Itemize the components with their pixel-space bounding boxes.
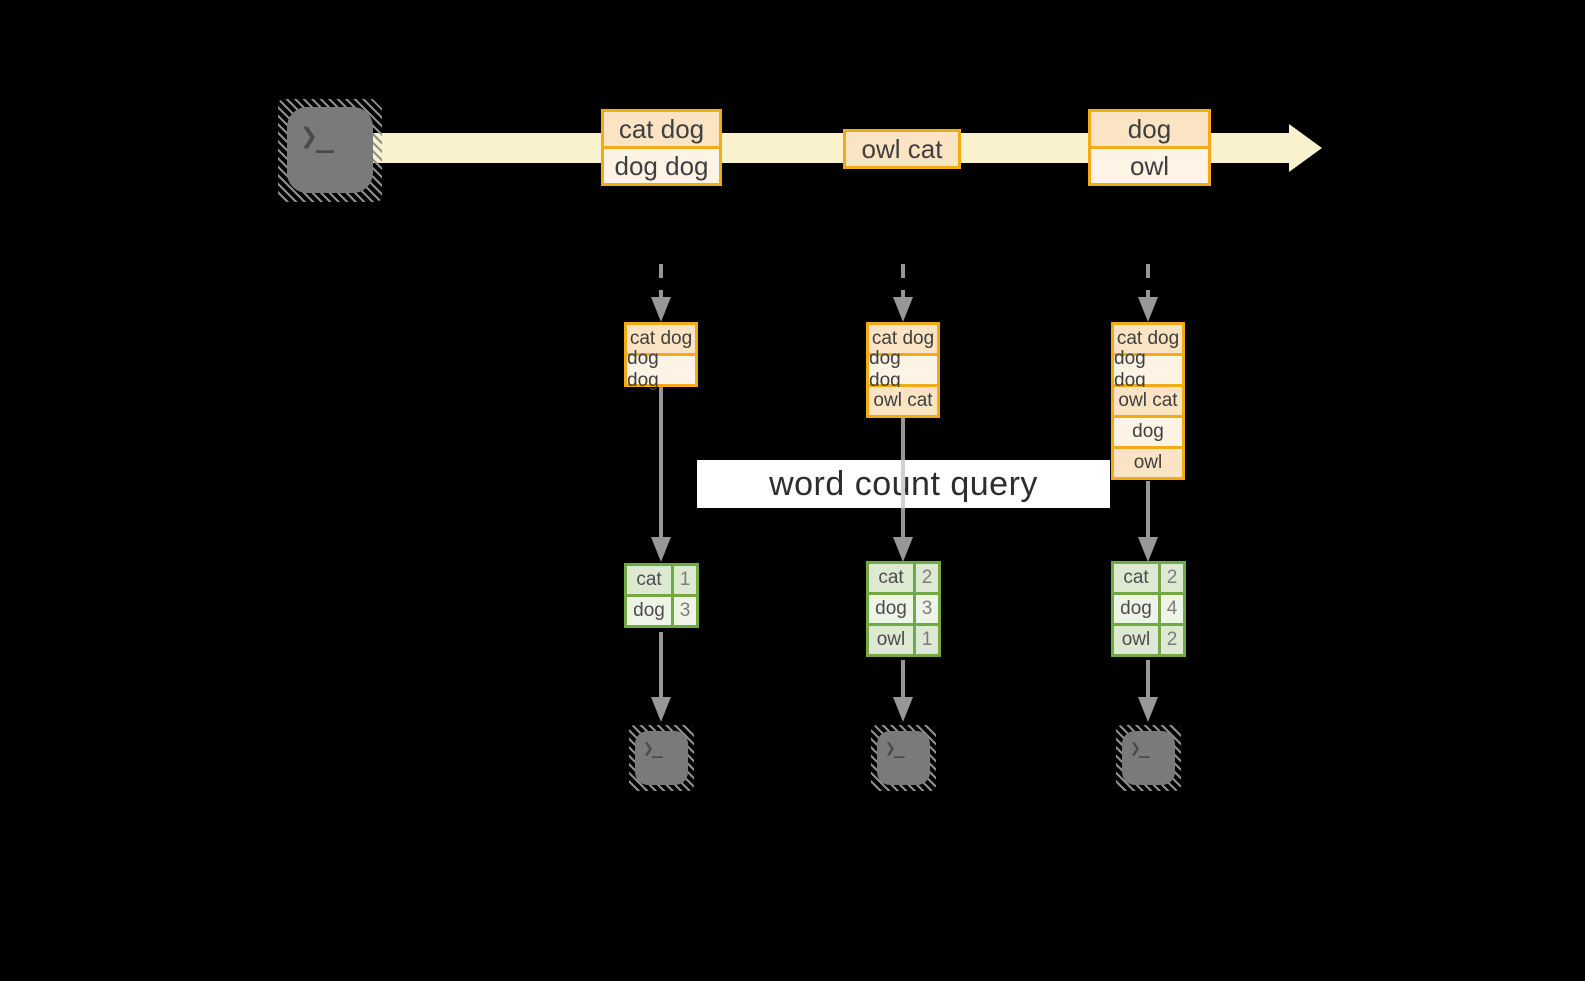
count-cell: 4 xyxy=(1161,595,1183,623)
word-cell: owl xyxy=(869,626,913,654)
count-cell: 1 xyxy=(916,626,938,654)
input-row: owl cat xyxy=(869,387,937,415)
source-terminal-icon: ❯_ xyxy=(278,99,382,202)
batch-line: cat dog xyxy=(604,112,719,146)
input-row: dog dog xyxy=(627,348,695,391)
dashed-arrow-line xyxy=(901,264,905,300)
table-row: cat 1 xyxy=(627,566,696,594)
terminal-prompt-glyph: ❯_ xyxy=(885,738,905,759)
stream-batch-2: owl cat xyxy=(843,129,961,169)
stream-batch-1: cat dog dog dog xyxy=(601,109,722,186)
word-cell: dog xyxy=(869,595,913,623)
batch-line: dog dog xyxy=(604,149,719,183)
arrow-down-icon xyxy=(893,697,913,722)
arrow-line-through-label xyxy=(901,460,905,508)
arrow-down-icon xyxy=(651,537,671,562)
sink-terminal-icon: ❯_ xyxy=(629,725,694,791)
batch-line: dog xyxy=(1091,112,1208,146)
terminal-prompt-glyph: ❯_ xyxy=(643,738,663,759)
input-row: cat dog xyxy=(627,325,695,353)
batch-line: owl xyxy=(1091,149,1208,183)
count-cell: 2 xyxy=(1161,564,1183,592)
word-cell: dog xyxy=(1114,595,1158,623)
count-cell: 2 xyxy=(1161,626,1183,654)
sink-terminal-icon: ❯_ xyxy=(871,725,936,791)
word-cell: dog xyxy=(627,597,671,625)
table-row: cat 2 xyxy=(1114,564,1183,592)
arrow-line xyxy=(659,632,663,699)
count-cell: 3 xyxy=(674,597,696,625)
count-cell: 3 xyxy=(916,595,938,623)
terminal-prompt-glyph: ❯_ xyxy=(300,119,334,154)
input-row: dog dog xyxy=(1114,348,1182,391)
stream-arrowhead-icon xyxy=(1289,124,1322,172)
arrow-line xyxy=(1146,481,1150,539)
table-row: owl 1 xyxy=(869,626,938,654)
terminal-prompt-glyph: ❯_ xyxy=(1130,738,1150,759)
table-row: dog 4 xyxy=(1114,595,1183,623)
table-row: dog 3 xyxy=(627,597,696,625)
arrow-down-icon xyxy=(1138,697,1158,722)
arrow-down-icon xyxy=(651,297,671,322)
batch-line: owl cat xyxy=(846,132,958,166)
result-table-1: cat 1 dog 3 xyxy=(624,563,699,628)
word-cell: cat xyxy=(627,566,671,594)
count-cell: 2 xyxy=(916,564,938,592)
input-table-1: cat dog dog dog xyxy=(624,322,698,391)
input-table-2: cat dog dog dog owl cat xyxy=(866,322,940,418)
table-row: owl 2 xyxy=(1114,626,1183,654)
arrow-down-icon xyxy=(651,697,671,722)
input-row: cat dog xyxy=(869,325,937,353)
result-table-2: cat 2 dog 3 owl 1 xyxy=(866,561,941,657)
arrow-line xyxy=(1146,660,1150,699)
arrow-down-icon xyxy=(893,537,913,562)
result-table-3: cat 2 dog 4 owl 2 xyxy=(1111,561,1186,657)
word-cell: cat xyxy=(1114,564,1158,592)
arrow-down-icon xyxy=(1138,297,1158,322)
table-row: dog 3 xyxy=(869,595,938,623)
stream-batch-3: dog owl xyxy=(1088,109,1211,186)
arrow-down-icon xyxy=(893,297,913,322)
input-row: owl xyxy=(1114,449,1182,477)
table-row: cat 2 xyxy=(869,564,938,592)
sink-terminal-icon: ❯_ xyxy=(1116,725,1181,791)
word-cell: cat xyxy=(869,564,913,592)
input-row: cat dog xyxy=(1114,325,1182,353)
dashed-arrow-line xyxy=(1146,264,1150,300)
word-cell: owl xyxy=(1114,626,1158,654)
input-table-3: cat dog dog dog owl cat dog owl xyxy=(1111,322,1185,480)
input-row: dog xyxy=(1114,418,1182,446)
arrow-line xyxy=(659,387,663,539)
input-row: owl cat xyxy=(1114,387,1182,415)
arrow-down-icon xyxy=(1138,537,1158,562)
arrow-line xyxy=(901,660,905,699)
dashed-arrow-line xyxy=(659,264,663,300)
input-row: dog dog xyxy=(869,348,937,391)
count-cell: 1 xyxy=(674,566,696,594)
